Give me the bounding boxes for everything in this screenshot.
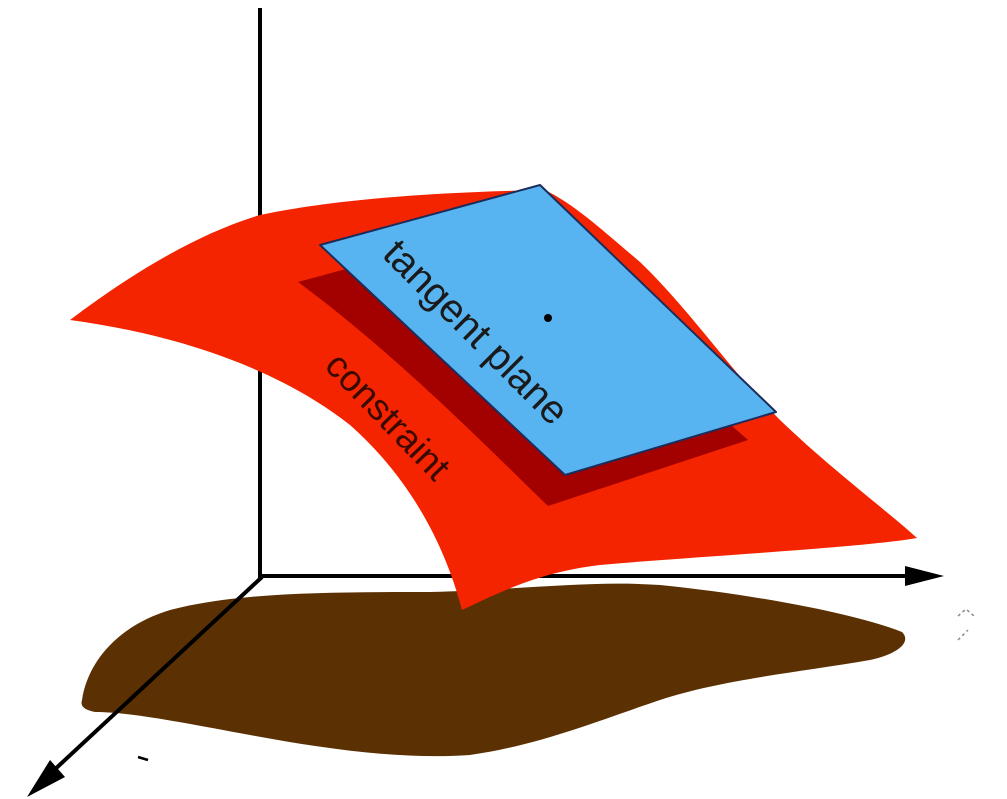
tangency-point — [544, 314, 552, 322]
